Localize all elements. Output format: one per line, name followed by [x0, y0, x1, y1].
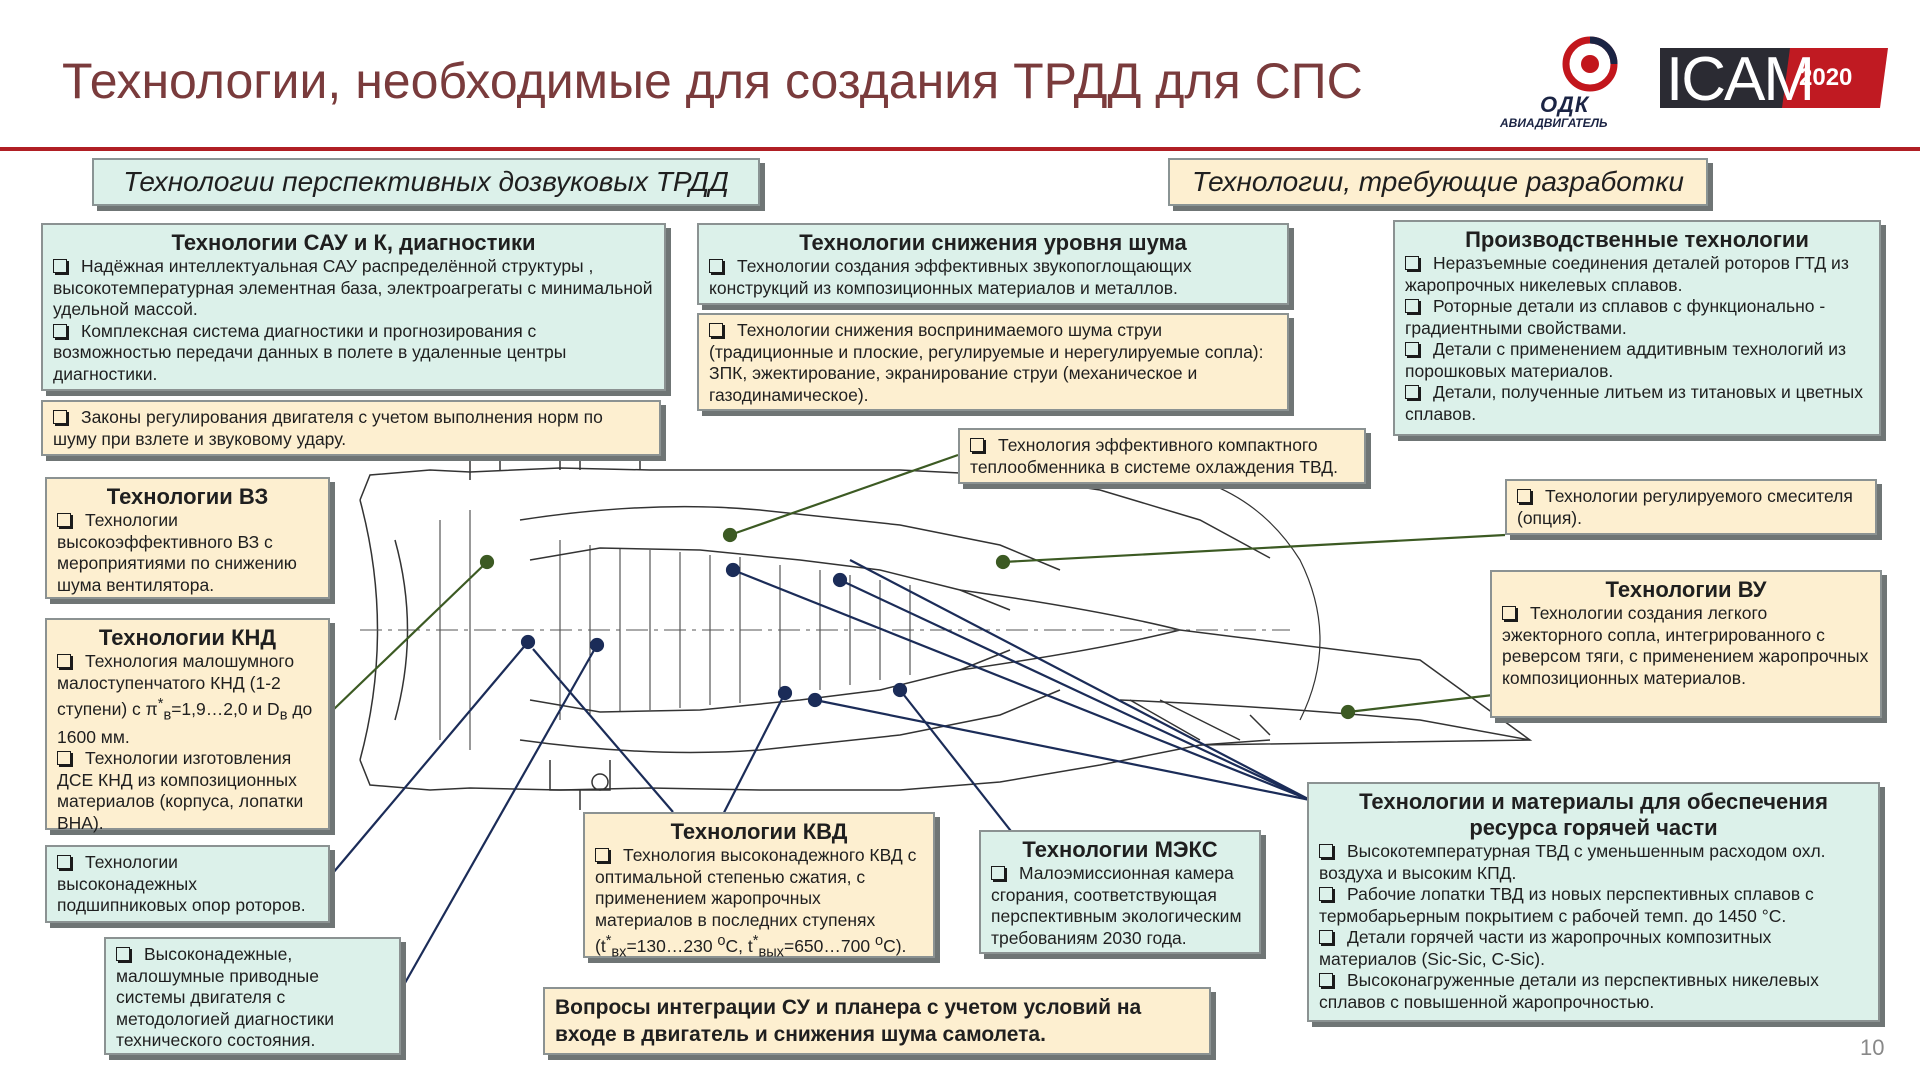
box-bearings-item: Технологии высоконадежных подшипниковых … [57, 852, 306, 915]
box-inlet-item: Технологии высокоэффективного ВЗ с мероп… [57, 510, 297, 595]
box-hpc-title: Технологии КВД [670, 819, 848, 844]
box-hpc-item: Технология высоконадежного КВД с оптимал… [595, 845, 917, 930]
checkbox-bullet-icon [595, 848, 609, 862]
box-low-pressure-compressor: Технологии КНД Технология малошумного ма… [45, 618, 330, 833]
checkbox-bullet-icon [1502, 606, 1516, 620]
checkbox-bullet-icon [1405, 299, 1419, 313]
box-nozzle-item: Технологии создания легкого эжекторного … [1502, 603, 1869, 688]
category-subsonic-header: Технологии перспективных дозвуковых ТРДД [92, 158, 760, 206]
box-production: Производственные технологии Неразъемные … [1393, 220, 1881, 436]
checkbox-bullet-icon [970, 438, 984, 452]
checkbox-bullet-icon [57, 654, 71, 668]
category-development-header: Технологии, требующие разработки [1168, 158, 1708, 206]
icam-logo-name: ICAM [1666, 45, 1815, 114]
checkbox-bullet-icon [709, 259, 723, 273]
checkbox-bullet-icon [1405, 342, 1419, 356]
leader-lines-olive [332, 453, 1506, 720]
box-nozzle-title: Технологии ВУ [1605, 577, 1767, 602]
checkbox-bullet-icon [1319, 887, 1333, 901]
box-drive-systems: Высоконадежные, малошумные приводные сис… [104, 937, 401, 1055]
checkbox-bullet-icon [57, 513, 71, 527]
icam-logo-year: 2020 [1799, 64, 1853, 91]
checkbox-bullet-icon [709, 323, 723, 337]
box-high-pressure-compressor: Технологии КВД Технология высоконадежног… [583, 812, 935, 960]
odk-logo-icon [1562, 36, 1618, 92]
box-jet-noise: Технологии снижения воспринимаемого шума… [697, 313, 1289, 411]
box-control-laws-item: Законы регулирования двигателя с учетом … [53, 407, 603, 449]
box-lpc-item: Технологии изготовления ДСЕ КНД из компо… [57, 748, 304, 833]
box-mixer-item: Технологии регулируемого смесителя (опци… [1517, 486, 1853, 528]
box-inlet-title: Технологии ВЗ [106, 484, 269, 509]
box-production-item: Роторные детали из сплавов с функциональ… [1405, 296, 1826, 338]
page-number: 10 [1860, 1035, 1885, 1060]
checkbox-bullet-icon [53, 410, 67, 424]
box-heat-exchanger-item: Технология эффективного компактного тепл… [970, 435, 1339, 477]
box-hpc-temperatures: (t*вх=130…230 оС, t*вых=650…700 оС). [595, 933, 907, 961]
box-combustor-item: Малоэмиссионная камера сгорания, соответ… [991, 863, 1242, 948]
box-hot-section-item: Рабочие лопатки ТВД из новых перспективн… [1319, 884, 1814, 926]
checkbox-bullet-icon [1405, 385, 1419, 399]
box-bearings: Технологии высоконадежных подшипниковых … [45, 845, 330, 923]
checkbox-bullet-icon [991, 866, 1005, 880]
box-combustor: Технологии МЭКС Малоэмиссионная камера с… [979, 830, 1261, 954]
box-production-item: Неразъемные соединения деталей роторов Г… [1405, 253, 1849, 295]
box-hot-section: Технологии и материалы для обеспечения р… [1307, 782, 1880, 1022]
box-control-laws: Законы регулирования двигателя с учетом … [41, 400, 661, 456]
checkbox-bullet-icon [1319, 930, 1333, 944]
slide-title: Технологии, необходимые для создания ТРД… [62, 53, 1363, 109]
box-control-diagnostics-item: Надёжная интеллектуальная САУ распределё… [53, 256, 653, 319]
odk-logo-name: ОДК [1540, 92, 1590, 117]
box-inlet: Технологии ВЗ Технологии высокоэффективн… [45, 477, 330, 599]
checkbox-bullet-icon [53, 259, 67, 273]
checkbox-bullet-icon [116, 947, 130, 961]
odk-logo-subtitle: АВИАДВИГАТЕЛЬ [1500, 116, 1608, 130]
leader-lines-navy [326, 559, 1311, 991]
box-hot-section-title: Технологии и материалы для обеспечения р… [1359, 789, 1828, 840]
box-hot-section-item: Высокотемпературная ТВД с уменьшенным ра… [1319, 841, 1826, 883]
checkbox-bullet-icon [57, 751, 71, 766]
box-combustor-title: Технологии МЭКС [1022, 837, 1218, 862]
title-divider [0, 147, 1920, 151]
checkbox-bullet-icon [1319, 844, 1333, 858]
box-lpc-item: Технология малошумного малоступенчатого … [57, 651, 313, 747]
box-control-diagnostics: Технологии САУ и К, диагностики Надёжная… [41, 223, 666, 391]
box-noise-reduction-item: Технологии создания эффективных звукопог… [709, 256, 1192, 298]
box-control-diagnostics-item: Комплексная система диагностики и прогно… [53, 320, 567, 384]
box-hot-section-item: Высоконагруженные детали из перспективны… [1319, 970, 1819, 1012]
checkbox-bullet-icon [1517, 489, 1531, 503]
checkbox-bullet-icon [57, 855, 71, 869]
icam-logo-icon [1660, 48, 1888, 108]
box-noise-reduction-title: Технологии снижения уровня шума [799, 230, 1187, 255]
box-production-title: Производственные технологии [1465, 227, 1809, 252]
checkbox-bullet-icon [1319, 973, 1333, 987]
box-drive-systems-item: Высоконадежные, малошумные приводные сис… [116, 944, 335, 1050]
box-lpc-title: Технологии КНД [98, 625, 277, 650]
box-production-item: Детали с применением аддитивным технолог… [1405, 339, 1847, 381]
box-nozzle: Технологии ВУ Технологии создания легког… [1490, 570, 1882, 718]
box-hot-section-item: Детали горячей части из жаропрочных комп… [1319, 927, 1772, 969]
checkbox-bullet-icon [1405, 256, 1419, 270]
box-integration: Вопросы интеграции СУ и планера с учетом… [543, 987, 1211, 1055]
box-mixer: Технологии регулируемого смесителя (опци… [1505, 479, 1877, 535]
box-heat-exchanger: Технология эффективного компактного тепл… [958, 428, 1366, 484]
box-control-diagnostics-title: Технологии САУ и К, диагностики [171, 230, 536, 255]
box-noise-reduction: Технологии снижения уровня шума Технолог… [697, 223, 1289, 305]
box-production-item: Детали, полученные литьем из титановых и… [1405, 382, 1863, 424]
checkbox-bullet-icon [53, 323, 67, 338]
box-jet-noise-item: Технологии снижения воспринимаемого шума… [709, 320, 1264, 405]
